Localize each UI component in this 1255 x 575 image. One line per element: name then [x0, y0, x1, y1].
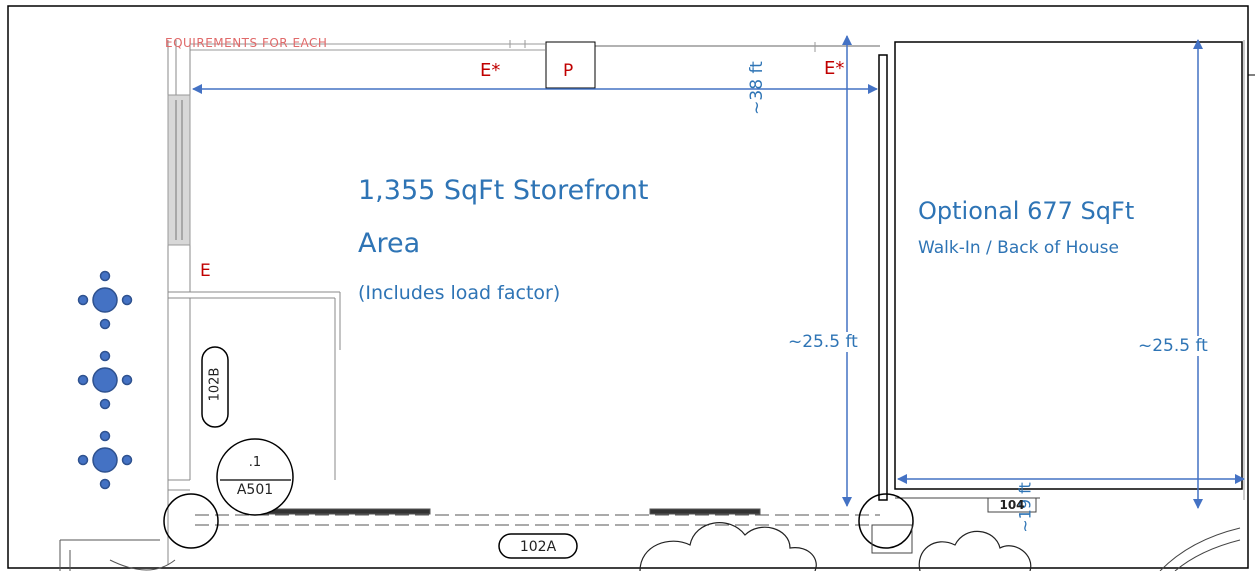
- room-tag-102a-label: 102A: [519, 539, 557, 555]
- room-tag-102b-label: 102B: [207, 367, 223, 402]
- room-tag-104: 104: [999, 498, 1025, 512]
- door-swing-left: [163, 493, 219, 549]
- landscape-shrubs: [639, 522, 1032, 572]
- storefront-title-area: Area: [358, 228, 421, 259]
- dimension-arrows: [192, 35, 1245, 509]
- back-of-house-subtitle: Walk-In / Back of House: [918, 238, 1119, 258]
- p-box: [545, 41, 596, 89]
- door-frame-right: [871, 524, 913, 554]
- partition-wall: [878, 54, 888, 501]
- back-of-house-title: Optional 677 SqFt: [918, 197, 1135, 225]
- room-tag-102b: [201, 346, 229, 428]
- round-table-icon: [77, 430, 133, 490]
- round-table-icon: [77, 350, 133, 410]
- p-marker: P: [563, 61, 574, 81]
- left-wall: [167, 40, 341, 565]
- frame-border: [7, 5, 1249, 569]
- exit-marker-right: E*: [824, 58, 845, 79]
- dim-label-25ft-right: ~25.5 ft: [1138, 336, 1208, 356]
- storefront-title: 1,355 SqFt Storefront: [358, 175, 649, 206]
- door-swing-right: [858, 493, 914, 549]
- detail-number: .1: [248, 455, 262, 470]
- bottom-right-wall: [895, 497, 1241, 572]
- exit-marker-side: E: [200, 261, 211, 281]
- back-of-house-room: [894, 41, 1243, 490]
- storefront-note: (Includes load factor): [358, 282, 561, 304]
- round-table-icon: [77, 270, 133, 330]
- detail-sheet: A501: [236, 482, 274, 498]
- dim-label-25ft-left: ~25.5 ft: [788, 332, 858, 352]
- room-tag-102a: [498, 533, 578, 559]
- detail-callout: [216, 438, 294, 516]
- header-text: EQUIREMENTS FOR EACH: [165, 36, 328, 50]
- bottom-wall: [59, 508, 880, 571]
- exit-marker-left: E*: [480, 60, 501, 81]
- top-wall: [190, 40, 880, 52]
- dim-label-38ft: ~38 ft: [747, 61, 767, 115]
